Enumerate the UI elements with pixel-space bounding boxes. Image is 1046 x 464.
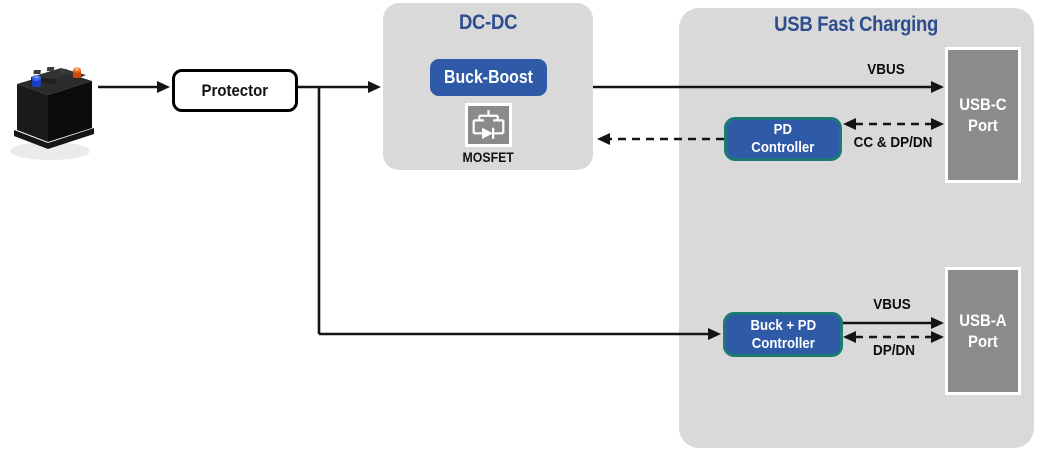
usb-title-text: USB Fast Charging <box>774 13 939 36</box>
dpdn-label: DP/DN <box>872 342 916 359</box>
arrowhead-into-buckpd <box>708 328 721 340</box>
usba-port-line1: USB-A <box>959 310 1007 330</box>
arrowhead-into-dcdc <box>368 81 381 93</box>
usba-port-block: USB-A Port <box>945 267 1021 395</box>
buck-boost-block: Buck-Boost <box>430 59 547 96</box>
battery-icon <box>10 67 94 160</box>
buck-pd-line1: Buck + PD <box>750 316 816 334</box>
arrowhead-into-protector <box>157 81 170 93</box>
dcdc-group: DC-DC Buck-Boost MOSFET <box>383 3 593 170</box>
protector-block: Protector <box>172 69 298 112</box>
arrowhead-dashed-into-dcdc <box>597 133 610 145</box>
protector-label: Protector <box>201 80 269 100</box>
usbc-port-block: USB-C Port <box>945 47 1021 183</box>
buck-pd-line2: Controller <box>751 334 815 352</box>
vbus-bottom-label: VBUS <box>873 296 911 313</box>
arrowhead-vbus-into-usba <box>931 317 944 329</box>
vbus-top-label: VBUS <box>867 61 905 78</box>
buck-pd-controller-label: Buck + PD Controller <box>750 317 816 352</box>
buck-boost-label: Buck-Boost <box>444 67 533 87</box>
usbc-port-line1: USB-C <box>959 94 1007 114</box>
arrowhead-dashed-into-buckpd <box>843 331 856 343</box>
arrowhead-dashed-into-usbc <box>931 118 944 130</box>
usb-group-title: USB Fast Charging <box>679 13 1034 37</box>
usbc-port-line2: Port <box>968 116 998 135</box>
cc-dpdn-label: CC & DP/DN <box>853 134 933 151</box>
usb-fast-charging-group: USB Fast Charging PD Controller Buck + P… <box>679 8 1034 448</box>
mosfet-label: MOSFET <box>383 149 593 165</box>
mosfet-label-text: MOSFET <box>462 149 514 165</box>
arrowhead-dashed-into-usba <box>931 331 944 343</box>
arrowhead-vbus-into-usbc <box>931 81 944 93</box>
pd-controller-line2: Controller <box>751 139 815 156</box>
dcdc-title-text: DC-DC <box>458 11 518 34</box>
mosfet-icon <box>465 103 512 147</box>
arrowhead-dashed-into-pd <box>843 118 856 130</box>
usbc-port-label: USB-C Port <box>959 94 1006 137</box>
dcdc-group-title: DC-DC <box>383 11 593 35</box>
buck-pd-controller-block: Buck + PD Controller <box>723 312 843 357</box>
usba-port-line2: Port <box>968 332 998 351</box>
pd-controller-label: PD Controller <box>751 121 814 156</box>
usba-port-label: USB-A Port <box>959 310 1006 353</box>
pd-controller-block: PD Controller <box>724 117 842 161</box>
pd-controller-line1: PD <box>773 121 793 139</box>
